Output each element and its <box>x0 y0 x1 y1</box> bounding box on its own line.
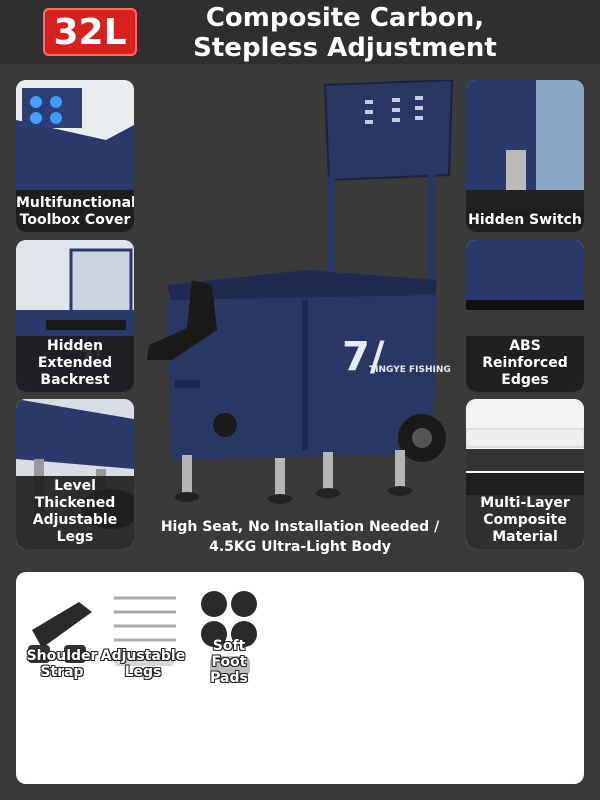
accessory-label: Shoulder Strap <box>26 648 98 680</box>
hero-product-image: 7/ TINGYE FISHING <box>137 78 463 515</box>
feature-label: Multi-Layer Composite Material <box>466 493 584 549</box>
feature-panel-composite: Multi-Layer Composite Material <box>466 399 584 549</box>
shoulder-strap-icon <box>28 602 92 663</box>
adjustable-legs-icon <box>114 596 176 666</box>
accessories-panel: Shoulder Strap Adjustable Legs Soft Foot… <box>16 572 584 784</box>
hero-caption: High Seat, No Installation Needed / 4.5K… <box>160 519 440 555</box>
accessory-label: Adjustable Legs <box>100 648 186 680</box>
feature-label: Hidden Switch <box>466 210 584 232</box>
accessory-label: Soft Foot Pads <box>210 638 248 686</box>
feature-label: Multifunctional Toolbox Cover <box>16 193 134 232</box>
feature-label: ABS Reinforced Edges <box>466 336 584 392</box>
page-title: Composite Carbon, Stepless Adjustment <box>193 3 497 63</box>
brand-logo: TINGYE FISHING <box>369 365 451 375</box>
header-banner: 32L Composite Carbon, Stepless Adjustmen… <box>0 0 600 64</box>
capacity-badge: 32L <box>43 8 137 56</box>
feature-panel-abs-edges: ABS Reinforced Edges <box>466 240 584 392</box>
feature-label: Level Thickened Adjustable Legs <box>16 476 134 549</box>
feature-panel-hidden-switch: Hidden Switch <box>466 80 584 232</box>
feature-panel-backrest: 7/ Hidden Extended Backrest <box>16 240 134 392</box>
feature-panel-toolbox-cover: Multifunctional Toolbox Cover <box>16 80 134 232</box>
feature-label: Hidden Extended Backrest <box>16 336 134 392</box>
soft-foot-pads-icon <box>201 591 257 676</box>
svg-text:7/: 7/ <box>342 334 385 380</box>
feature-panel-legs: Level Thickened Adjustable Legs <box>16 399 134 549</box>
fishing-seat-box-photo: 7/ TINGYE FISHING <box>147 78 454 504</box>
